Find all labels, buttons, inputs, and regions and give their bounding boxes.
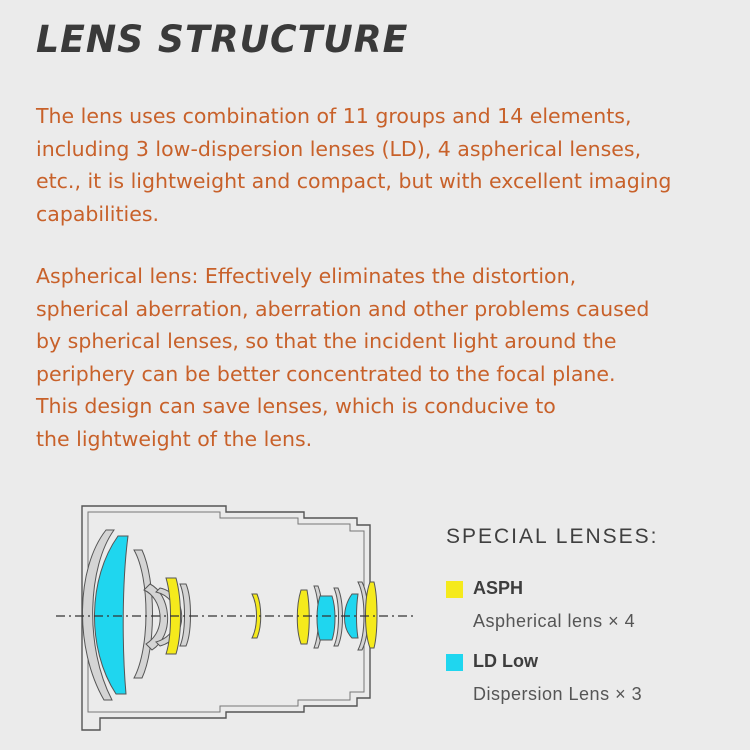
asph-color-swatch: [446, 581, 463, 598]
ld-lens-rear-1: [316, 595, 336, 641]
legend-label-ld: LD Low: [473, 651, 538, 671]
legend-label-asph: ASPH: [473, 578, 524, 598]
aspherical-description-paragraph: Aspherical lens: Effectively eliminates …: [36, 264, 650, 451]
lens-structure-diagram: [56, 505, 414, 731]
ld-color-swatch: [446, 654, 463, 671]
legend-description-ld: Dispersion Lens × 3: [473, 684, 643, 704]
special-lenses-legend: SPECIAL LENSES: ASPH Aspherical lens × 4…: [446, 525, 659, 704]
asph-lens-3: [296, 589, 310, 645]
asph-lens-4: [365, 581, 378, 649]
lens-barrel-outline: [81, 505, 371, 731]
page-title: LENS STRUCTURE: [36, 18, 409, 61]
legend-heading: SPECIAL LENSES:: [446, 525, 659, 548]
rear-element-3: [357, 581, 369, 651]
front-inner-element: [143, 583, 168, 651]
front-element-outer: [82, 529, 115, 701]
asph-lens-2: [251, 593, 262, 639]
lens-barrel-inner-outline: [87, 511, 365, 713]
ld-lens-front: [94, 535, 129, 695]
lens-description-paragraph: The lens uses combination of 11 groups a…: [36, 104, 672, 226]
legend-description-asph: Aspherical lens × 4: [473, 611, 636, 631]
ld-lens-rear-2: [344, 593, 359, 639]
front-small-element: [179, 583, 191, 647]
rear-element-2: [333, 587, 343, 647]
front-meniscus-element: [133, 549, 153, 679]
